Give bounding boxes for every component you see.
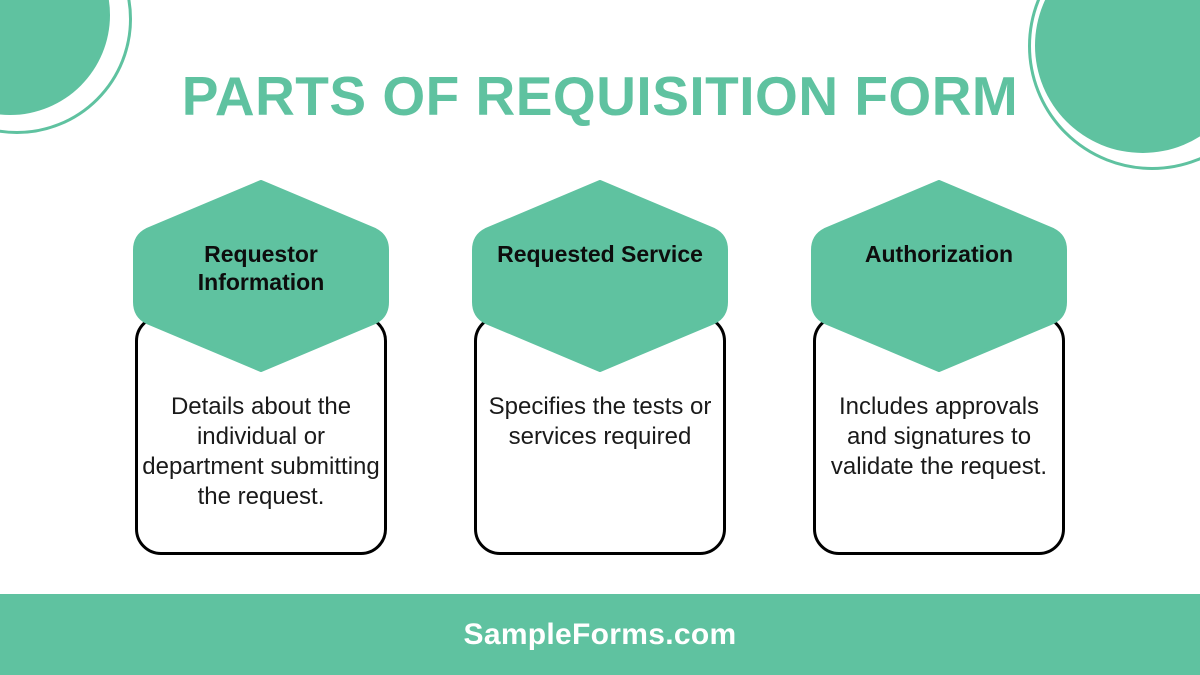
hexagon-badge-shape (472, 180, 728, 372)
card-authorization: Authorization Includes approvals and sig… (811, 180, 1067, 560)
card-requestor-information: Requestor Information Details about the … (133, 180, 389, 560)
card-description: Includes approvals and signatures to val… (830, 393, 1048, 480)
page-title: PARTS OF REQUISITION FORM (181, 65, 1019, 127)
card-heading: Requested Service (497, 241, 703, 267)
footer-band: SampleForms.com (0, 594, 1200, 675)
hexagon-badge-shape (811, 180, 1067, 372)
card-heading: Requestor Information (197, 241, 325, 295)
card-description: Specifies the tests or services required (488, 393, 712, 450)
card-description: Details about the individual or departme… (142, 393, 380, 510)
card-requested-service: Requested Service Specifies the tests or… (472, 180, 728, 560)
hexagon-badge-shape (133, 180, 389, 372)
card-heading: Authorization (864, 241, 1014, 267)
brand-label: SampleForms.com (463, 617, 737, 651)
cards-row: Requestor Information Details about the … (133, 180, 1067, 560)
